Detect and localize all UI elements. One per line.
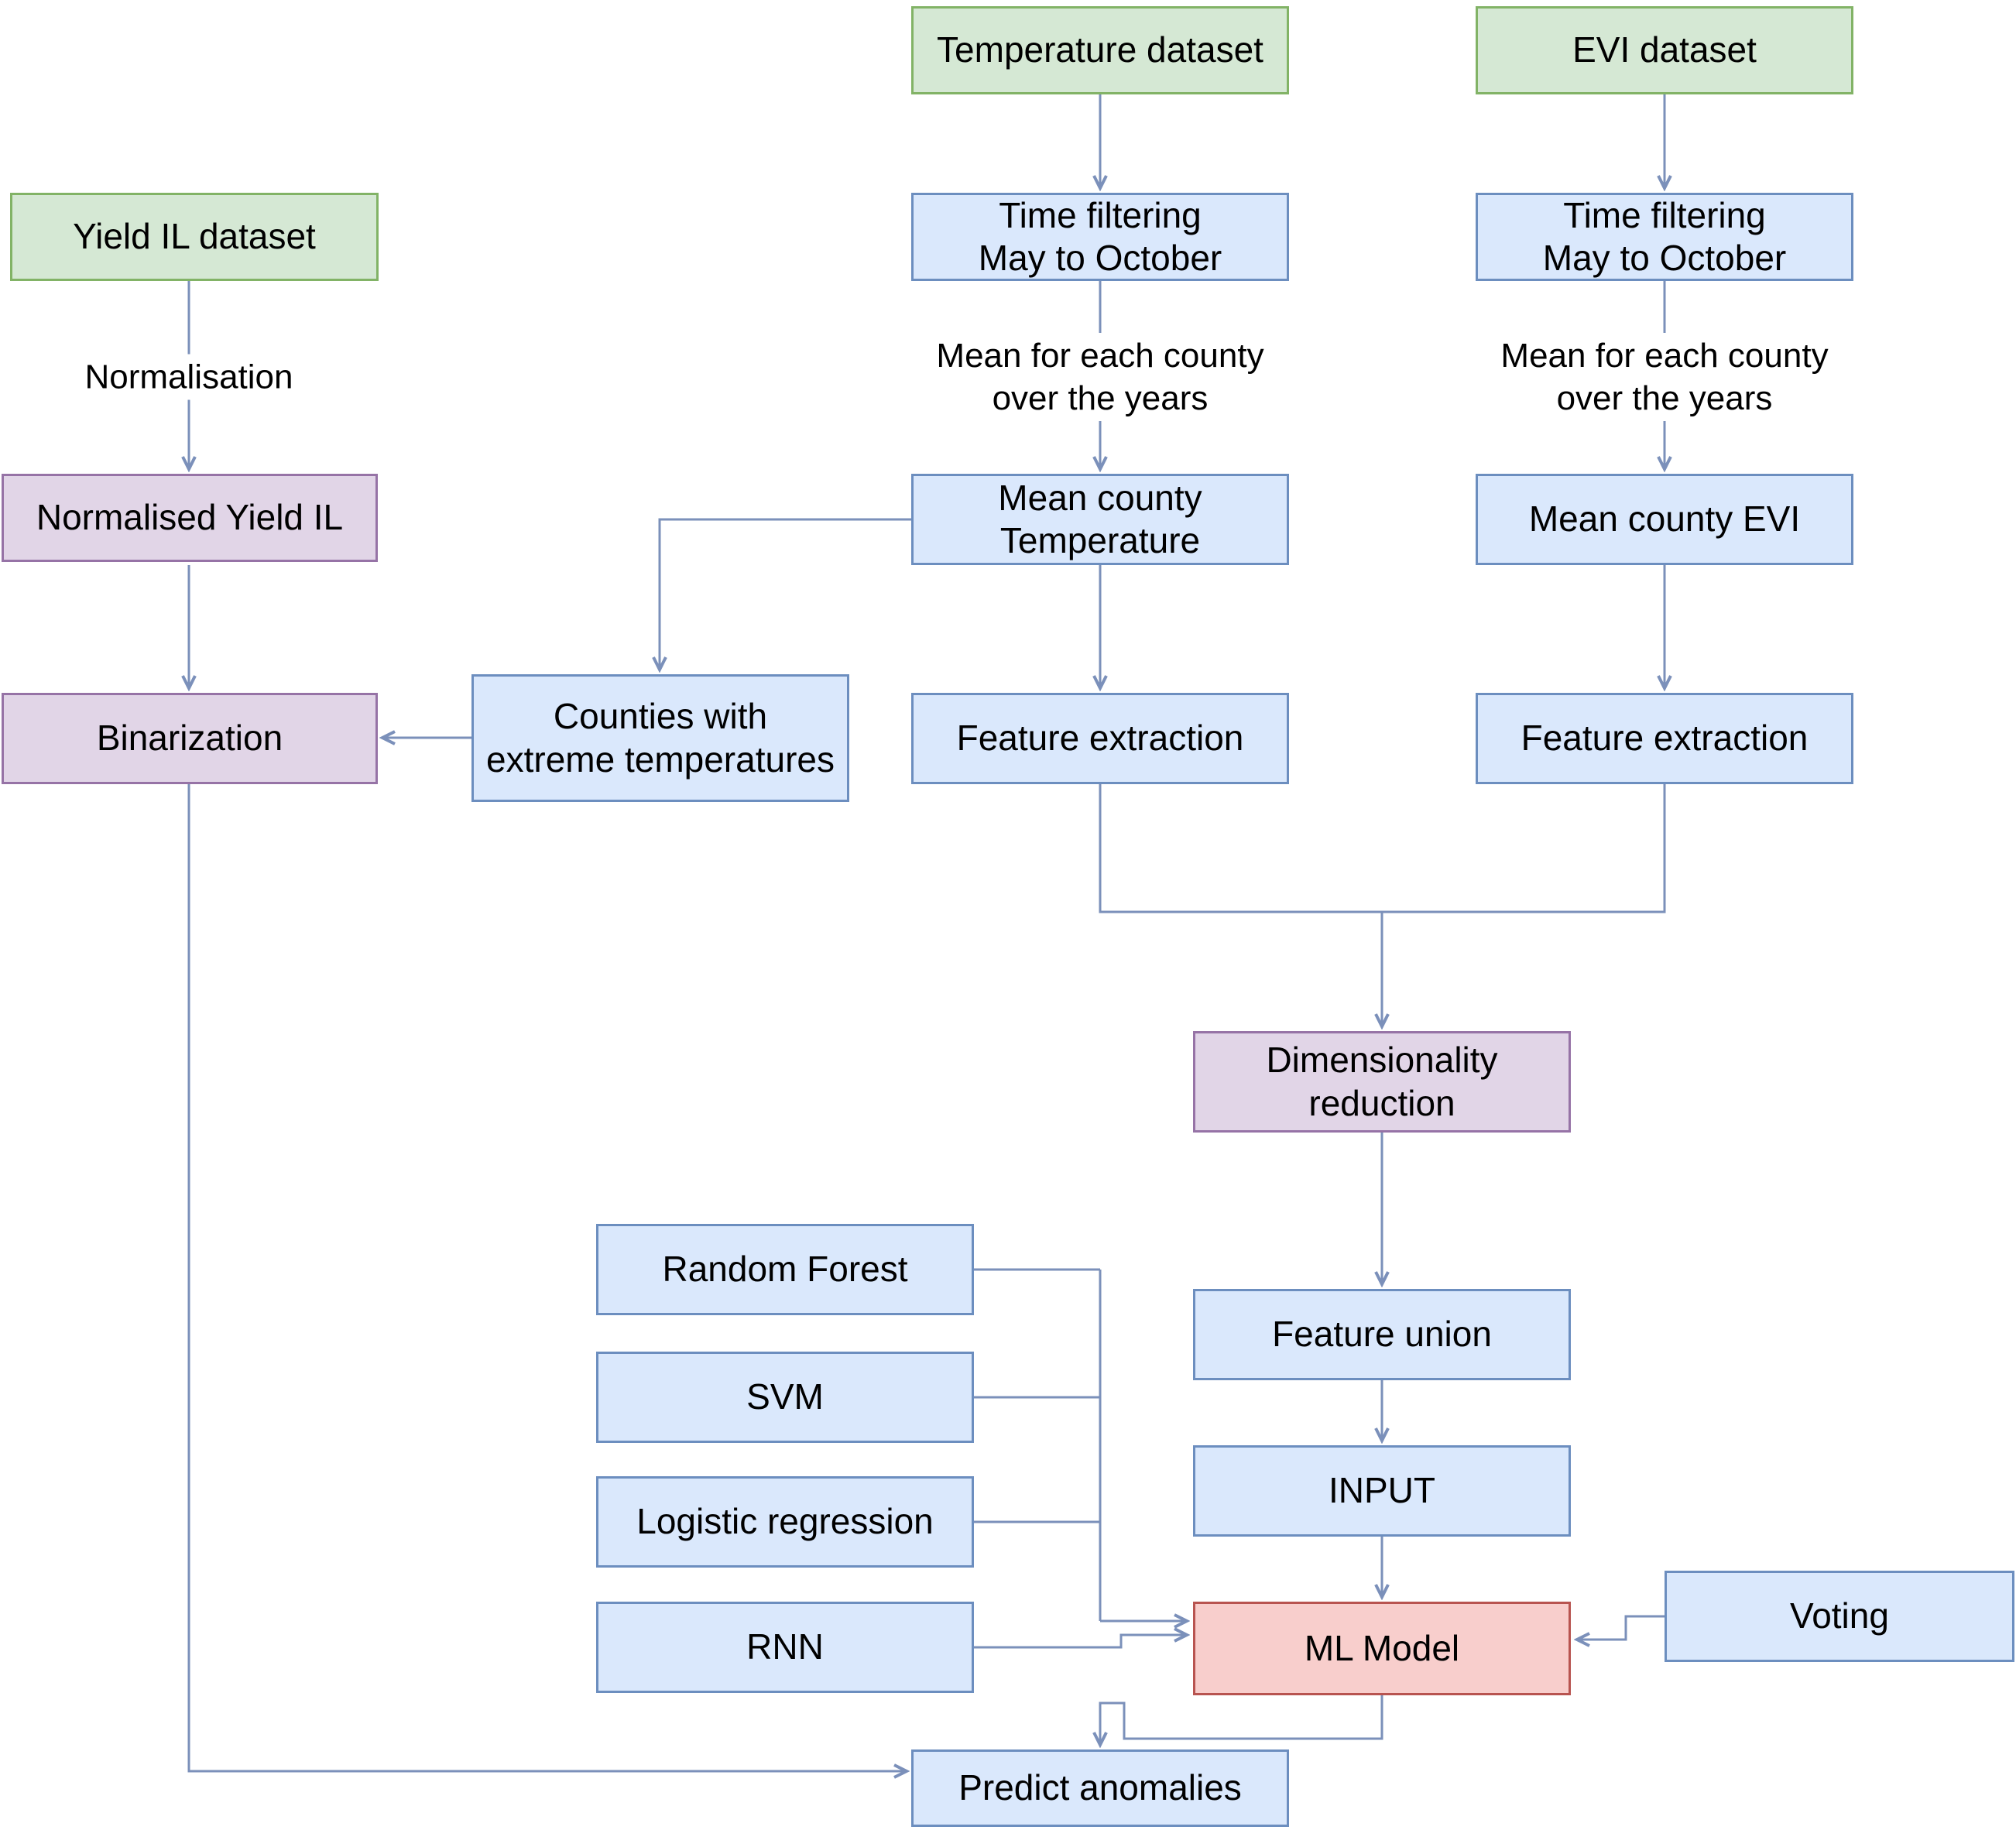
node-binarization: Binarization — [2, 693, 378, 784]
node-evi-dataset: EVI dataset — [1476, 6, 1853, 94]
node-time-filtering-evi: Time filtering May to October — [1476, 193, 1853, 281]
edge-ml-model-to-predict — [1100, 1695, 1383, 1745]
node-rnn: RNN — [596, 1602, 974, 1693]
edge-feature-extraction-join — [1099, 784, 1666, 913]
node-yield-il-dataset: Yield IL dataset — [10, 193, 379, 281]
edge-label-mean-county-temperature: Mean for each county over the years — [927, 333, 1274, 421]
node-feature-extraction-temperature: Feature extraction — [911, 693, 1289, 784]
edge-binarization-to-predict — [187, 784, 907, 1771]
node-normalised-yield-il: Normalised Yield IL — [2, 474, 378, 562]
edge-voting-to-ml-model — [1577, 1615, 1665, 1640]
node-feature-extraction-evi: Feature extraction — [1476, 693, 1853, 784]
node-random-forest: Random Forest — [596, 1224, 974, 1315]
node-svm: SVM — [596, 1352, 974, 1443]
node-counties-extreme-temperatures: Counties with extreme temperatures — [471, 674, 849, 802]
edge-label-normalisation: Normalisation — [75, 354, 303, 400]
node-mean-county-temperature: Mean county Temperature — [911, 474, 1289, 565]
node-input: INPUT — [1193, 1445, 1571, 1537]
node-feature-union: Feature union — [1193, 1289, 1571, 1380]
node-time-filtering-temperature: Time filtering May to October — [911, 193, 1289, 281]
node-voting: Voting — [1665, 1571, 2014, 1662]
node-temperature-dataset: Temperature dataset — [911, 6, 1289, 94]
node-predict-anomalies: Predict anomalies — [911, 1749, 1289, 1827]
edge-rnn-to-ml-model — [974, 1635, 1187, 1649]
node-ml-model: ML Model — [1193, 1602, 1571, 1695]
edge-mean-temp-to-counties — [660, 518, 911, 670]
node-mean-county-evi: Mean county EVI — [1476, 474, 1853, 565]
edge-label-mean-county-evi: Mean for each county over the years — [1491, 333, 1838, 421]
node-dimensionality-reduction: Dimensionality reduction — [1193, 1031, 1571, 1133]
node-logistic-regression: Logistic regression — [596, 1476, 974, 1568]
